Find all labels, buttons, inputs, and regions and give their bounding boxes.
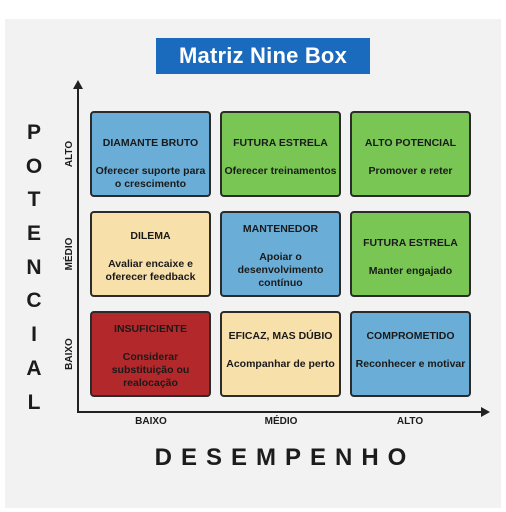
x-axis-arrow xyxy=(481,407,490,417)
cell-action: Acompanhar de perto xyxy=(226,358,335,370)
y-label-letter: T xyxy=(27,188,41,212)
cell-label: MANTENEDOR xyxy=(242,223,319,235)
cell-action: Apoiar o desenvolvimento contínuo xyxy=(237,251,324,289)
cell-label: INSUFICIENTE xyxy=(114,323,187,335)
cell-alto-potencial: ALTO POTENCIAL Promover e reter xyxy=(350,111,471,197)
cell-label: DILEMA xyxy=(130,230,171,242)
x-axis-label: DESEMPENHO xyxy=(154,444,416,471)
y-label-letter: N xyxy=(26,255,42,279)
cell-label: COMPROMETIDO xyxy=(366,330,455,342)
y-label-letter: O xyxy=(25,154,43,178)
cell-action: Avaliar encaixe e oferecer feedback xyxy=(105,258,196,283)
y-axis-line xyxy=(77,86,79,412)
cell-action: Manter engajado xyxy=(368,265,453,277)
cell-action: Oferecer treinamentos xyxy=(224,165,337,177)
cell-eficaz-mas-dubio: EFICAZ, MAS DÚBIO Acompanhar de perto xyxy=(220,311,341,397)
y-label-letter: I xyxy=(31,323,37,347)
cell-insuficiente: INSUFICIENTE Considerar substituição ou … xyxy=(90,311,211,397)
cell-comprometido: COMPROMETIDO Reconhecer e motivar xyxy=(350,311,471,397)
y-tick-low: BAIXO xyxy=(64,338,75,370)
cell-futura-estrela-mid: FUTURA ESTRELA Manter engajado xyxy=(350,211,471,297)
cell-action: Reconhecer e motivar xyxy=(355,358,466,370)
cell-label: FUTURA ESTRELA xyxy=(363,237,458,249)
x-tick-low: BAIXO xyxy=(135,416,167,427)
x-tick-mid: MÉDIO xyxy=(264,416,298,427)
x-tick-high: ALTO xyxy=(396,416,424,427)
y-axis-arrow xyxy=(73,80,83,89)
y-label-letter: L xyxy=(27,390,41,414)
cell-action: Oferecer suporte para o crescimento xyxy=(95,165,206,190)
y-label-letter: A xyxy=(26,356,42,380)
y-label-letter: P xyxy=(26,121,41,144)
page-title: Matriz Nine Box xyxy=(156,38,370,74)
cell-diamante-bruto: DIAMANTE BRUTO Oferecer suporte para o c… xyxy=(90,111,211,197)
cell-label: EFICAZ, MAS DÚBIO xyxy=(228,330,333,342)
y-label-letter: E xyxy=(26,222,41,246)
cell-mantenedor: MANTENEDOR Apoiar o desenvolvimento cont… xyxy=(220,211,341,297)
y-tick-mid: MÉDIO xyxy=(64,237,75,271)
cell-futura-estrela-top: FUTURA ESTRELA Oferecer treinamentos xyxy=(220,111,341,197)
cell-label: ALTO POTENCIAL xyxy=(364,137,457,149)
x-axis-line xyxy=(77,411,483,413)
cell-action: Promover e reter xyxy=(368,165,453,177)
cell-action: Considerar substituição ou realocação xyxy=(111,351,190,389)
cell-label: FUTURA ESTRELA xyxy=(233,137,328,149)
cell-label: DIAMANTE BRUTO xyxy=(102,137,199,149)
y-label-letter: C xyxy=(26,289,42,313)
y-axis-label: P O T E N C I A L xyxy=(22,116,46,419)
cell-dilema: DILEMA Avaliar encaixe e oferecer feedba… xyxy=(90,211,211,297)
y-tick-high: ALTO xyxy=(64,140,75,168)
